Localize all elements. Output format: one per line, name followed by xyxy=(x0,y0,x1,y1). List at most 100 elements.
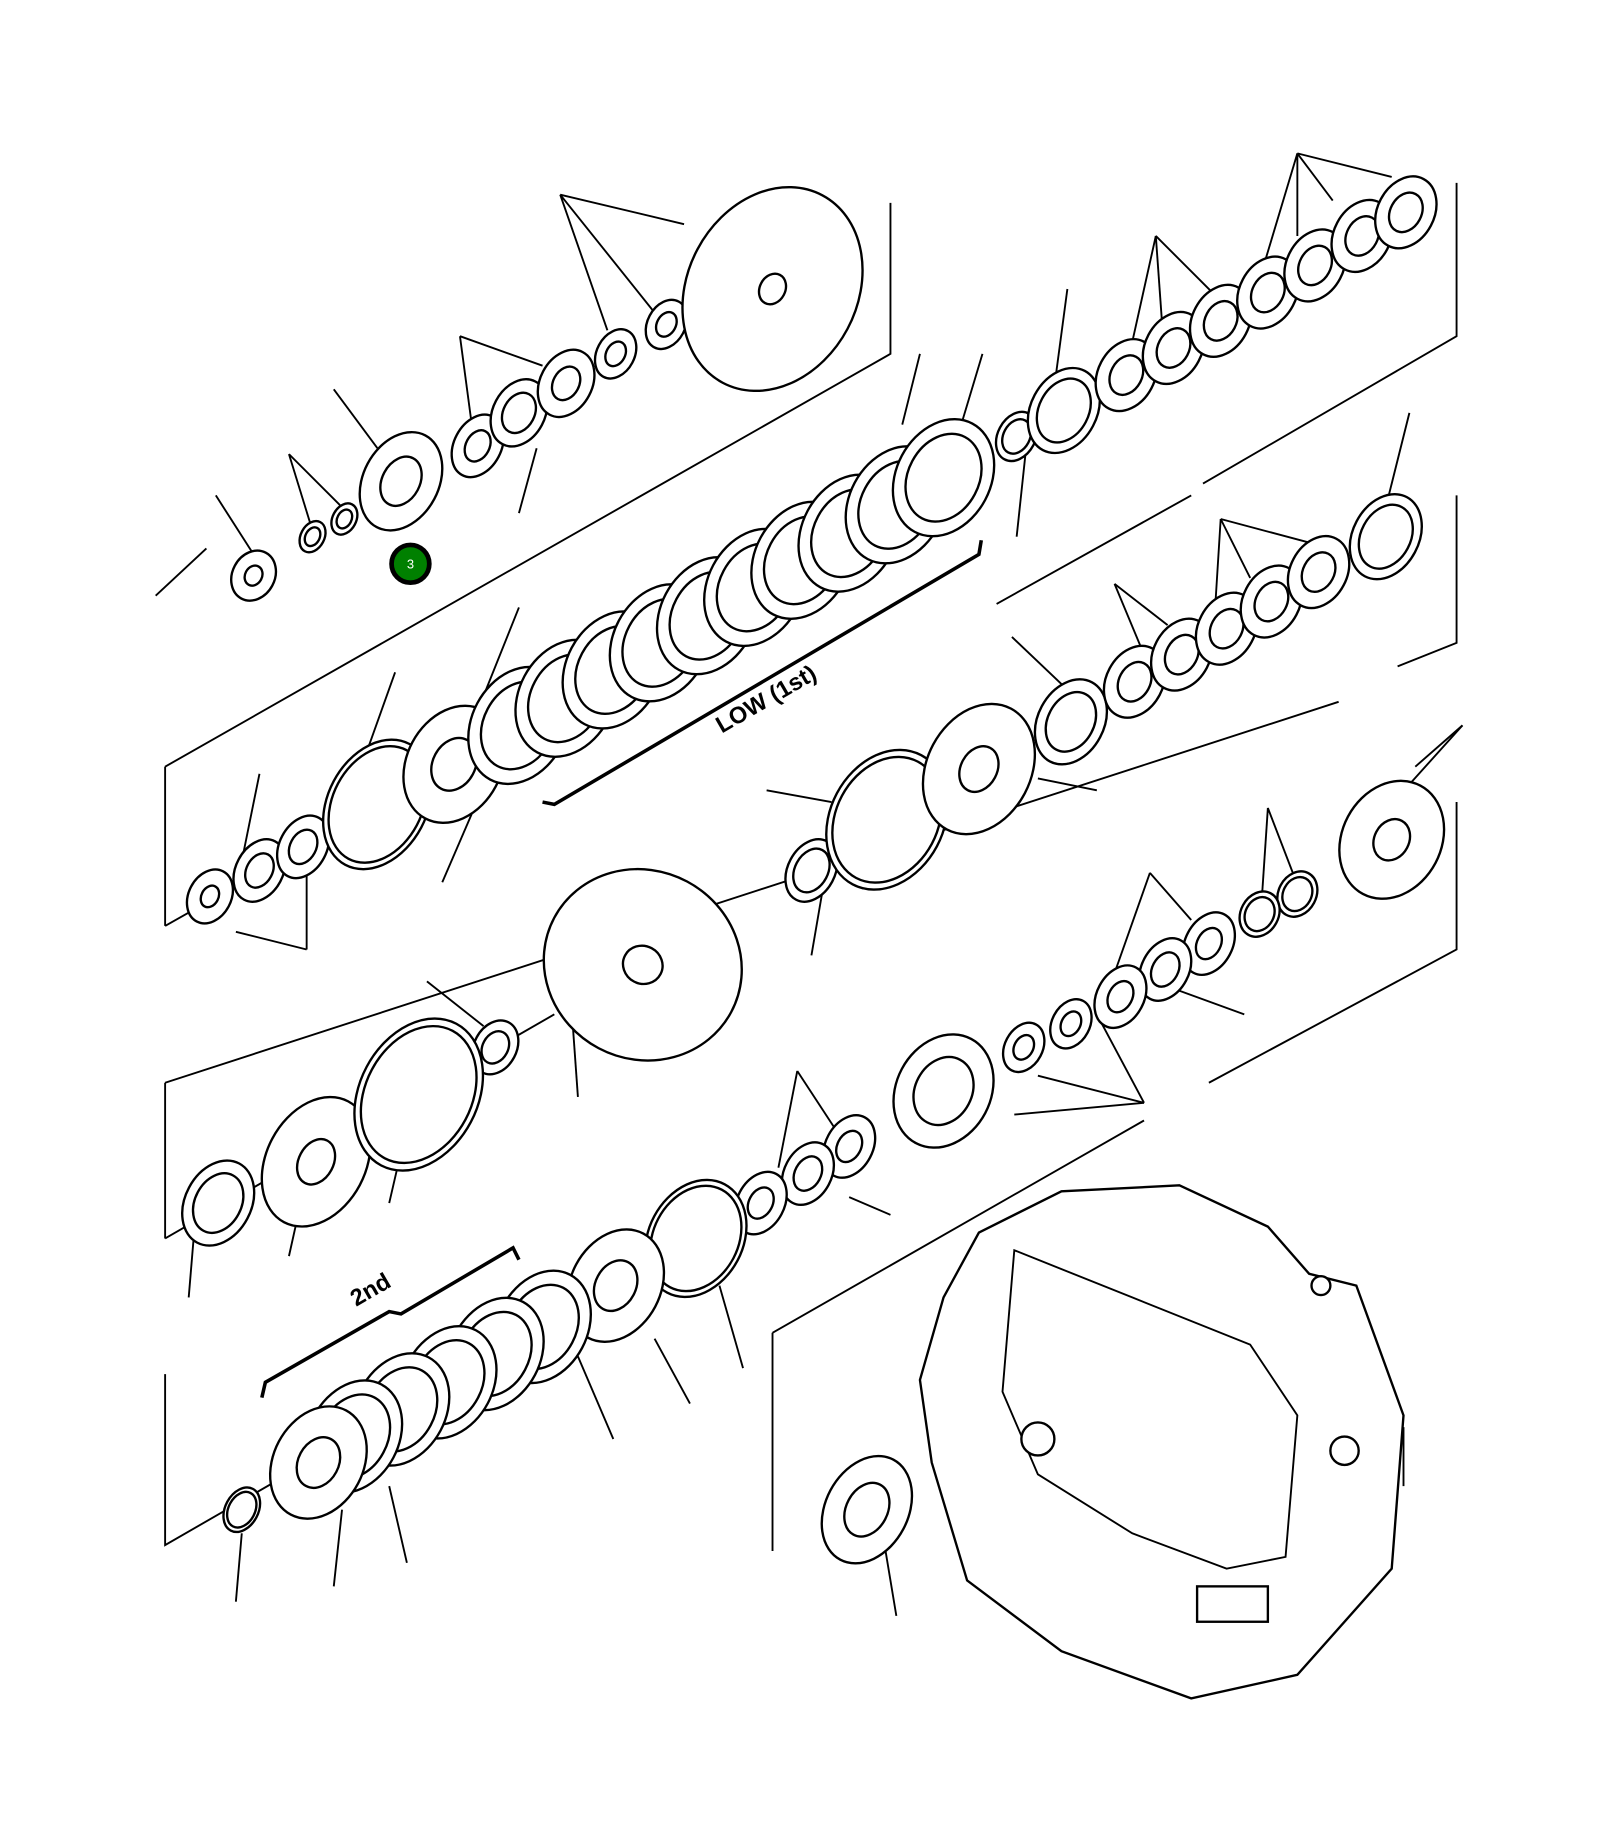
part-inner-ring xyxy=(1344,215,1381,257)
part-inner-ring xyxy=(835,1129,864,1164)
part-inner-ring xyxy=(1208,607,1245,650)
part xyxy=(1138,937,1193,1002)
part-inner-ring xyxy=(1372,817,1412,862)
leader-line xyxy=(1037,777,1098,792)
leader-line xyxy=(482,607,520,697)
part-inner-ring xyxy=(225,1490,258,1529)
leader-line xyxy=(901,353,921,425)
frame-line xyxy=(164,202,892,768)
part xyxy=(825,748,949,891)
leader-line xyxy=(1113,583,1169,626)
second-group-label: 2nd xyxy=(346,1268,395,1311)
part-inner-ring xyxy=(1059,1010,1083,1038)
part-inner-ring xyxy=(303,526,322,548)
part xyxy=(1094,338,1159,413)
leader-line xyxy=(1014,1101,1145,1116)
housing xyxy=(918,1184,1405,1700)
part-inner-ring xyxy=(1001,418,1033,455)
part xyxy=(232,838,287,903)
leader-line xyxy=(1131,235,1157,343)
part-inner-ring xyxy=(792,1155,824,1192)
part xyxy=(185,868,235,925)
leader-line xyxy=(518,447,538,514)
part xyxy=(358,430,444,532)
part xyxy=(1181,911,1237,976)
part-inner-ring xyxy=(746,1186,775,1220)
part-inner-ring xyxy=(1035,377,1092,444)
part-inner-ring xyxy=(904,432,983,523)
leader-line xyxy=(426,980,485,1027)
part xyxy=(330,502,359,536)
part xyxy=(780,1141,836,1206)
leader-line xyxy=(155,547,208,597)
frame-line xyxy=(1397,495,1458,668)
part xyxy=(733,1170,788,1236)
part xyxy=(921,702,1037,836)
leader-line xyxy=(777,1070,799,1168)
part xyxy=(222,1486,262,1534)
part xyxy=(644,298,689,351)
part xyxy=(892,1033,995,1149)
leader-line xyxy=(653,1338,691,1405)
leader-line xyxy=(1096,1013,1145,1104)
part xyxy=(1102,644,1167,719)
leader-line xyxy=(1155,235,1216,296)
part xyxy=(1093,964,1148,1030)
part-inner-ring xyxy=(359,1024,478,1165)
leader-line xyxy=(1149,872,1192,921)
leader-line xyxy=(1113,583,1145,655)
part-inner-ring xyxy=(1012,1033,1036,1061)
part-inner-ring xyxy=(287,828,319,866)
part xyxy=(1141,310,1206,386)
part xyxy=(489,378,549,448)
callout-badge[interactable]: 3 xyxy=(389,542,432,586)
leader-line xyxy=(1384,412,1411,508)
part-inner-ring xyxy=(199,884,221,909)
part xyxy=(891,418,996,538)
part-inner-ring xyxy=(379,455,423,508)
part xyxy=(298,519,327,554)
part xyxy=(1348,493,1423,581)
leader-line xyxy=(332,1509,343,1587)
leader-line xyxy=(577,1356,615,1440)
part-inner-ring xyxy=(1281,875,1314,913)
part xyxy=(353,1017,485,1172)
part xyxy=(275,814,331,880)
leader-line xyxy=(459,335,543,367)
part xyxy=(1236,255,1300,330)
part xyxy=(1049,998,1093,1050)
leader-line xyxy=(718,1285,744,1369)
part-inner-ring xyxy=(1108,354,1145,397)
part xyxy=(1238,890,1281,938)
leader-line xyxy=(441,813,473,883)
leader-lines xyxy=(155,152,1464,1617)
leader-line xyxy=(1011,636,1063,685)
part xyxy=(1188,283,1253,358)
part-inner-ring xyxy=(649,1184,743,1293)
part-inner-ring xyxy=(335,508,354,530)
part-inner-ring xyxy=(843,1481,891,1538)
leader-line xyxy=(848,1196,891,1216)
part xyxy=(181,1159,256,1247)
leader-line xyxy=(1154,235,1163,319)
part xyxy=(230,549,278,602)
leader-line xyxy=(1261,807,1269,897)
leader-line xyxy=(1015,448,1028,537)
part xyxy=(1338,779,1446,900)
leader-line xyxy=(960,353,984,425)
part-inner-ring xyxy=(604,340,628,368)
part xyxy=(268,1405,368,1520)
part-inner-ring xyxy=(295,1137,337,1186)
part-inner-ring xyxy=(463,429,492,463)
leader-line xyxy=(1261,153,1299,272)
part-inner-ring xyxy=(1106,979,1135,1014)
callout-circle[interactable] xyxy=(389,542,432,586)
leader-line xyxy=(1037,1074,1145,1104)
leader-line xyxy=(1054,288,1069,378)
leader-line xyxy=(559,194,656,314)
leader-line xyxy=(288,453,314,532)
part-inner-ring xyxy=(1116,660,1153,703)
part xyxy=(1276,870,1319,918)
part-inner-ring xyxy=(1155,327,1192,369)
